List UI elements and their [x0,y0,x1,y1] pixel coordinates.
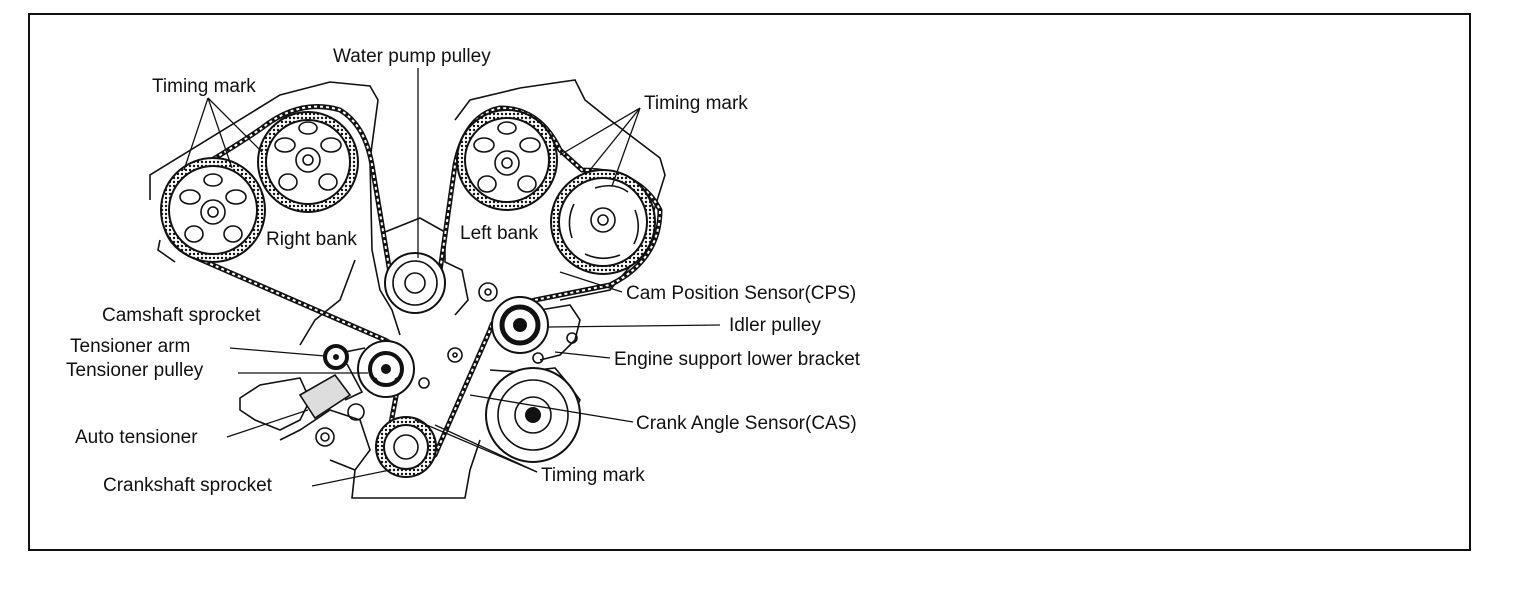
crankshaft-sprocket-label: Crankshaft sprocket [103,475,273,496]
tensioner-pulley-label: Tensioner pulley [66,360,204,381]
crankshaft-sprocket [375,416,437,478]
leader-lines [183,68,721,487]
engine-support-lower-bracket-label: Engine support lower bracket [614,349,861,370]
crank-angle-sensor-label: Crank Angle Sensor(CAS) [636,413,857,434]
camshaft-sprocket-label: Camshaft sprocket [102,305,261,326]
tensioner-pulley [357,340,415,398]
right-bank-camshaft-sprocket-outer [160,157,266,263]
diagram-frame [28,13,1471,551]
left-bank-camshaft-sprocket-outer [550,169,656,275]
left-bank-camshaft-sprocket-inner [456,109,558,211]
cam-position-sensor-label: Cam Position Sensor(CPS) [626,283,856,304]
right-bank-camshaft-sprocket-inner [257,111,359,213]
idler-pulley [491,296,549,354]
idler-pulley-label: Idler pulley [729,315,821,336]
timing-mark-left-label: Timing mark [644,93,748,114]
water-pump-pulley [384,252,446,314]
water-pump-pulley-label: Water pump pulley [333,46,491,67]
left-bank-label: Left bank [460,223,539,244]
timing-mark-right-label: Timing mark [152,76,256,97]
right-bank-label: Right bank [266,229,357,250]
timing-mark-bottom-label: Timing mark [541,465,645,486]
tensioner-arm-label: Tensioner arm [70,336,190,357]
crank-angle-sensor-plate [485,367,581,463]
auto-tensioner-label: Auto tensioner [75,427,198,448]
auto-tensioner [298,373,352,420]
